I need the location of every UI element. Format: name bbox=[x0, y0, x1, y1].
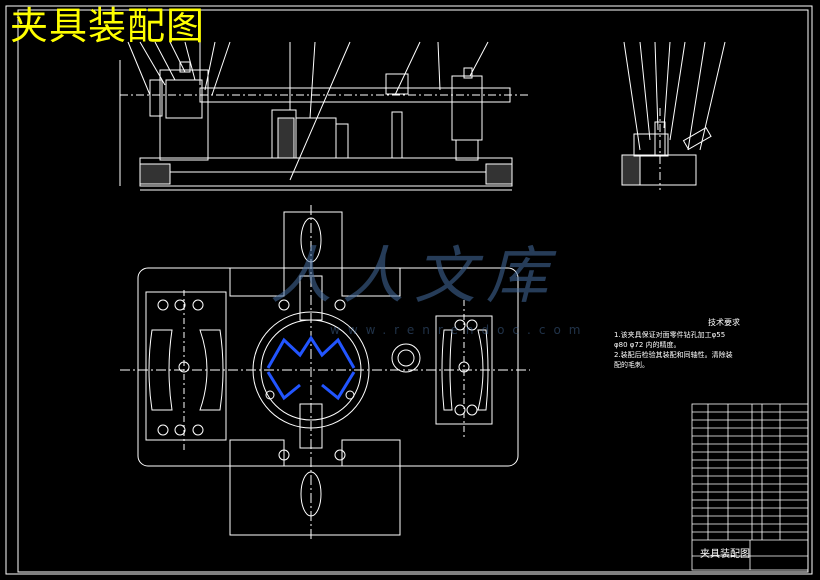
requirement-line: 配的毛刺。 bbox=[614, 361, 649, 369]
side-view bbox=[621, 41, 726, 190]
front-view bbox=[119, 41, 530, 191]
requirement-line: φ80 φ72 内的精度。 bbox=[614, 341, 681, 349]
sheet-border bbox=[5, 5, 813, 575]
drawing-frame bbox=[17, 9, 809, 573]
requirement-line: 1.该夹具保证对面零件钻孔加工φ55 bbox=[614, 331, 726, 339]
parts-list bbox=[691, 403, 809, 571]
technical-requirements: 技术要求 1.该夹具保证对面零件钻孔加工φ55 φ80 φ72 内的精度。 2.… bbox=[614, 318, 794, 370]
plan-view bbox=[120, 205, 530, 540]
clamp-highlight bbox=[266, 335, 356, 401]
technical-requirements-heading: 技术要求 bbox=[708, 318, 740, 327]
requirement-line: 2.装配后检验其装配和同轴性。清除装 bbox=[614, 351, 733, 359]
drawing-title: 夹具装配图 bbox=[10, 4, 206, 48]
title-block-drawing-name: 夹具装配图 bbox=[700, 549, 750, 560]
